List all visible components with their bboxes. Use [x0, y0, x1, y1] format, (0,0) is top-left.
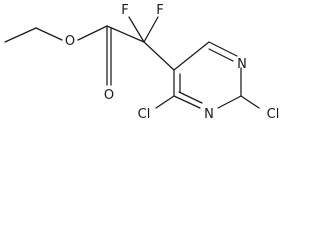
bond-ring-n3-c4	[173, 95, 201, 109]
bond-ring-c6-n1	[208, 41, 238, 57]
ring-nitrogen-label-3: N	[204, 107, 214, 122]
chlorine-label-4: Cl	[138, 107, 151, 122]
bond-ring-n3-c4-inner	[178, 91, 203, 104]
bond-cf2-ring	[143, 41, 175, 71]
fluorine-label-1: F	[121, 3, 128, 18]
bond-methyl-methylene	[4, 27, 37, 43]
bond-c2-chlorine	[240, 95, 260, 109]
fluorine-label-2: F	[156, 3, 163, 18]
bond-cf2-fluorine-1	[128, 16, 145, 43]
ester-oxygen-label: O	[65, 34, 75, 49]
ring-nitrogen-label-1: N	[237, 57, 247, 72]
bond-ring-c2-n3	[217, 95, 242, 109]
bond-cf2-fluorine-2	[143, 16, 159, 43]
carbonyl-oxygen-label: O	[104, 88, 114, 103]
chlorine-label-2: Cl	[267, 107, 280, 122]
bonds	[4, 16, 260, 109]
bond-ester-oxygen-carbonyl-carbon	[77, 25, 108, 41]
bond-ring-c6-n1-inner	[208, 48, 234, 62]
bond-methylene-ester-oxygen	[35, 27, 63, 41]
chemical-structure-diagram: F F O O N N Cl Cl	[4, 3, 279, 122]
bond-ring-c5-c6	[173, 41, 210, 71]
bond-carbonyl-cf2	[106, 25, 145, 43]
bond-c4-chlorine	[155, 95, 175, 109]
atom-labels: F F O O N N Cl Cl	[65, 3, 279, 122]
